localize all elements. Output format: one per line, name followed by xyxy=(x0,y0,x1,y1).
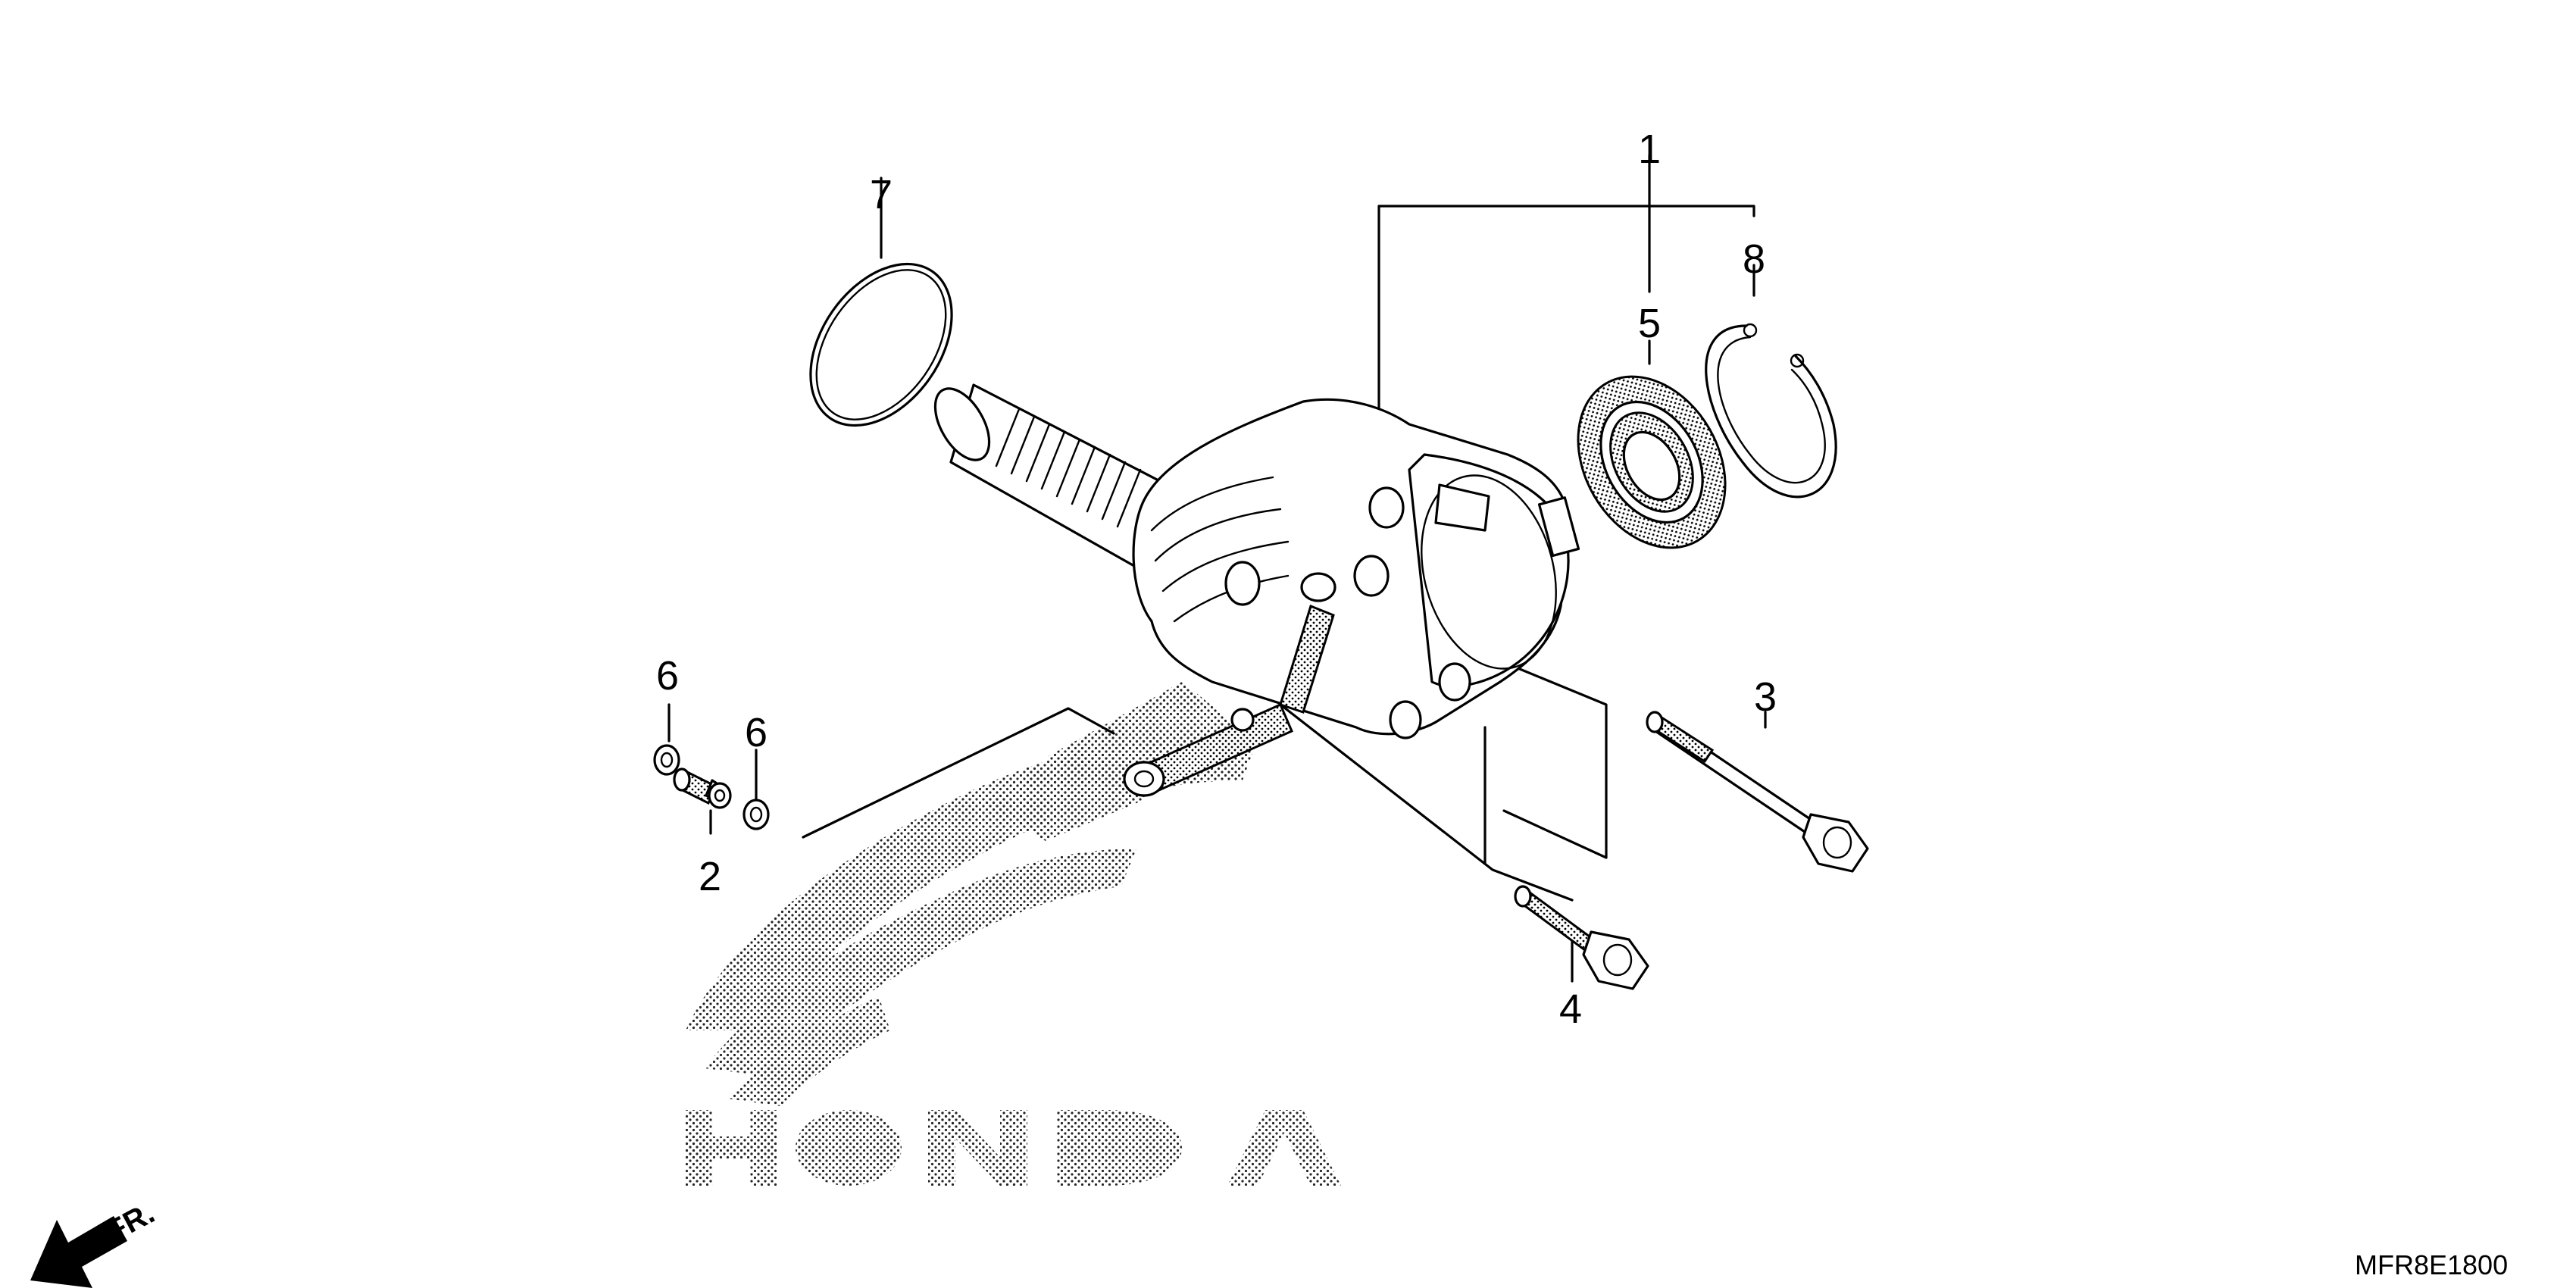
washer-part-6-right xyxy=(742,799,770,830)
circlip-part-8 xyxy=(1705,323,1837,499)
breather-fitting-part-2 xyxy=(673,767,732,809)
final-drive-assembly xyxy=(933,383,1580,797)
bearing-part-5 xyxy=(1577,375,1727,549)
callout-2: 2 xyxy=(699,854,721,899)
callout-8: 8 xyxy=(1743,236,1765,282)
callout-7: 7 xyxy=(870,172,893,217)
front-direction-arrow-icon: FR. xyxy=(30,1196,160,1288)
diagram-code: MFR8E1800 xyxy=(2355,1249,2508,1280)
long-bolt-part-3 xyxy=(1646,711,1869,873)
honda-logo-lettering xyxy=(686,1110,1341,1186)
callout-5: 5 xyxy=(1638,301,1661,346)
callout-6-right: 6 xyxy=(745,710,767,755)
honda-wing-logo xyxy=(686,682,1341,1186)
short-bolt-part-4 xyxy=(1514,885,1649,990)
leader-lines xyxy=(667,154,1767,983)
washer-part-6-left xyxy=(653,744,680,776)
callout-4: 4 xyxy=(1559,986,1582,1032)
callout-6-left: 6 xyxy=(656,653,679,699)
spline-lines xyxy=(995,408,1142,528)
callout-1: 1 xyxy=(1638,127,1661,172)
callout-3: 3 xyxy=(1754,674,1777,720)
o-ring-part-7 xyxy=(809,262,953,427)
callout-labels: 1 2 3 4 5 6 6 7 8 xyxy=(656,127,1777,1032)
